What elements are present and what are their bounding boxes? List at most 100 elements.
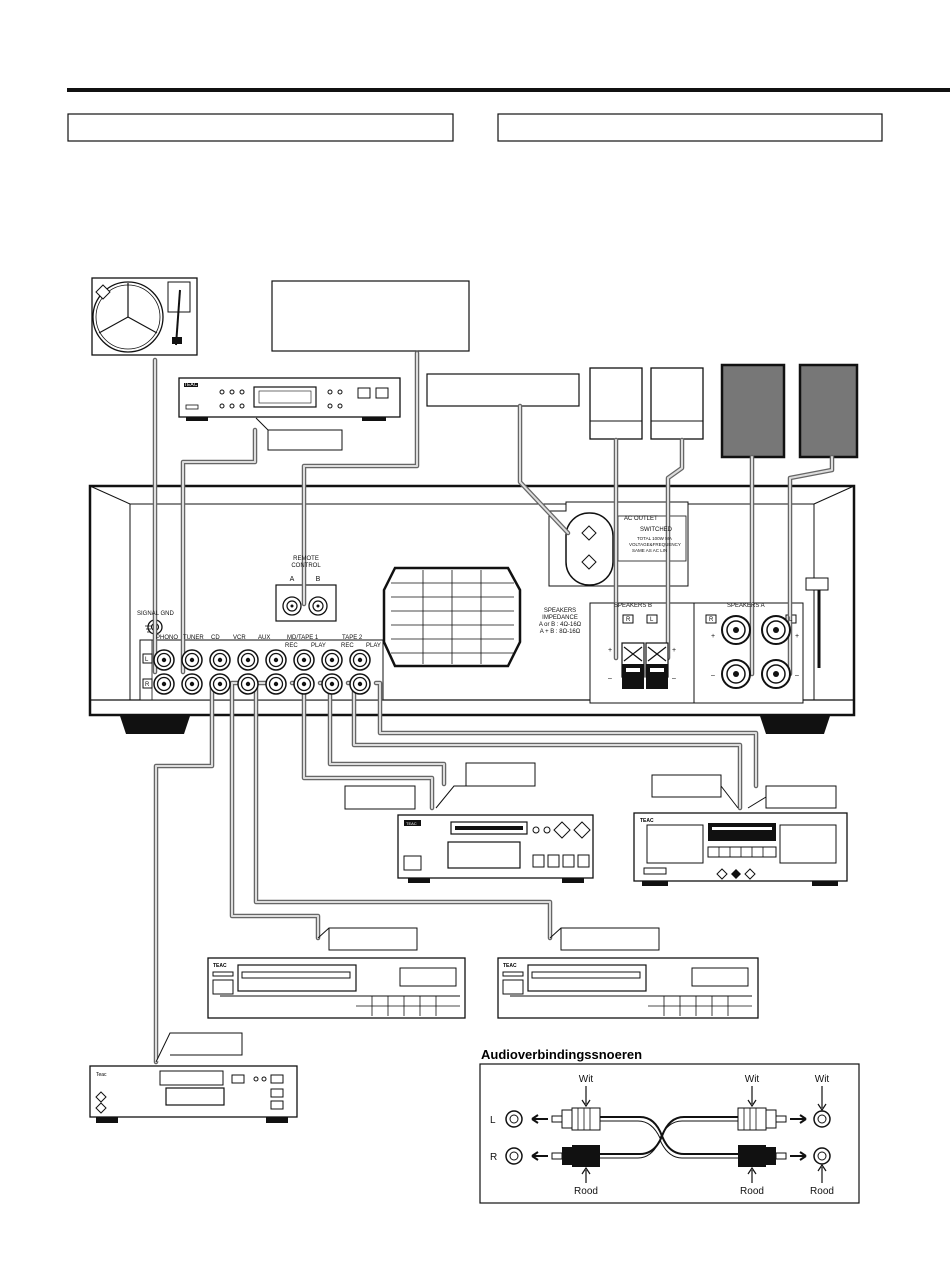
- vcr-input-label: VCR: [233, 635, 246, 641]
- ac-switched: SWITCHED: [640, 527, 673, 533]
- impedance-4: A + B : 8Ω-16Ω: [540, 629, 581, 635]
- vcr2-brand: TEAC: [503, 963, 517, 969]
- spa-plus-1: +: [711, 633, 715, 640]
- spa-minus-2: –: [795, 672, 799, 679]
- row-l-label: L: [145, 657, 149, 663]
- cassette-deck: TEAC: [633, 774, 848, 886]
- row-r-label: R: [145, 682, 150, 688]
- cable-core: [182, 429, 256, 673]
- legend-title: Audioverbindingssnoeren: [481, 1047, 642, 1062]
- legend-rood-1: Rood: [574, 1186, 598, 1197]
- spa-l: L: [789, 617, 793, 623]
- impedance-1: SPEAKERS: [544, 608, 576, 614]
- speakers-b-pair: [589, 367, 704, 440]
- spb-plus-2: +: [672, 647, 676, 654]
- cd-brand: Teac: [96, 1072, 107, 1078]
- rca-jack: [237, 673, 259, 695]
- section-header-right: [497, 113, 883, 142]
- phono-label: PHONO: [156, 635, 178, 641]
- spa-minus-1: –: [711, 672, 715, 679]
- legend-row-l: L: [490, 1115, 496, 1126]
- rca-jack: [265, 673, 287, 695]
- remote-control-label-1: REMOTE: [293, 556, 319, 562]
- top-rule: [67, 88, 950, 92]
- rca-jack: [293, 649, 315, 671]
- t2-play-label: PLAY: [366, 643, 381, 649]
- tuner-unit: [178, 377, 401, 421]
- cable-core: [789, 456, 833, 675]
- vcr1-brand: TEAC: [213, 963, 227, 969]
- cable-core: [667, 439, 683, 659]
- vcr-2: TEAC: [497, 927, 759, 1019]
- ac-line3: SAME AS AC LIN: [632, 548, 667, 553]
- cable-legend: Audioverbindingssnoeren L R: [479, 1047, 860, 1204]
- rca-jack: [349, 673, 371, 695]
- speakers-a-label: SPEAKERS A: [727, 603, 765, 609]
- cable-vcr2: [253, 680, 553, 941]
- spb-plus-1: +: [608, 647, 612, 654]
- cable-core: [155, 682, 213, 1063]
- spb-minus-2: –: [672, 675, 676, 682]
- spb-l: L: [650, 617, 654, 623]
- remote-label-box: [271, 280, 470, 352]
- md-play-label: PLAY: [311, 643, 326, 649]
- md-brand: TEAC: [406, 821, 417, 826]
- cd-input-label: CD: [211, 635, 220, 641]
- vcr-1: TEAC: [207, 927, 466, 1019]
- rca-jack: [181, 673, 203, 695]
- cable-core: [231, 682, 319, 939]
- speaker-b-terminals: [621, 642, 669, 689]
- rca-jack: [153, 673, 175, 695]
- t2-rec-label: REC: [341, 643, 354, 649]
- speakers-a-pair: [720, 363, 859, 459]
- rca-jack: [181, 649, 203, 671]
- ac-label-box: [426, 373, 580, 407]
- rca-jack: [153, 649, 175, 671]
- rca-jack: [349, 649, 371, 671]
- md-tape1-label: MD/TAPE 1: [287, 635, 319, 641]
- spb-minus-1: –: [608, 675, 612, 682]
- rca-jack: [209, 673, 231, 695]
- speakers-b-label: SPEAKERS B: [614, 603, 652, 609]
- cd-player: Teac: [89, 1032, 298, 1123]
- remote-control-label-2: CONTROL: [291, 563, 321, 569]
- aux-input-label: AUX: [258, 635, 270, 641]
- cable-core: [303, 352, 418, 605]
- md-deck: TEAC: [344, 762, 594, 883]
- speaker-a-terminals: [721, 615, 791, 689]
- cable-cd: [153, 680, 215, 1065]
- rca-jack: [321, 649, 343, 671]
- legend-wit-1: Wit: [579, 1074, 594, 1085]
- md-rec-label: REC: [285, 643, 298, 649]
- ac-line1: TOTAL 100W MA: [637, 536, 672, 541]
- turntable: [91, 277, 198, 356]
- spb-r: R: [626, 617, 631, 623]
- legend-wit-2: Wit: [745, 1074, 760, 1085]
- legend-wit-3: Wit: [815, 1074, 830, 1085]
- signal-gnd-label: SIGNAL GND: [137, 611, 174, 617]
- amplifier-rear-panel: [88, 484, 856, 734]
- legend-row-r: R: [490, 1152, 497, 1163]
- rca-jack: [265, 649, 287, 671]
- ac-line2: VOLTAGE&FREQUENCY: [629, 542, 681, 547]
- ac-outlet-title: AC OUTLET: [624, 516, 658, 522]
- tuner-input-label: TUNER: [183, 635, 204, 641]
- impedance-3: A or B : 4Ω-16Ω: [539, 622, 582, 628]
- impedance-2: IMPEDANCE: [542, 615, 578, 621]
- tuner-callout: [255, 417, 343, 451]
- input-jacks: [153, 649, 371, 695]
- cable-core: [375, 682, 757, 787]
- cable-core: [255, 682, 551, 939]
- legend-rood-3: Rood: [810, 1186, 834, 1197]
- remote-a-label: A: [290, 576, 295, 583]
- rca-jack: [321, 673, 343, 695]
- deck-brand: TEAC: [640, 818, 654, 824]
- tape2-label: TAPE 2: [342, 635, 363, 641]
- cable-core: [519, 405, 569, 534]
- spa-r: R: [709, 617, 714, 623]
- remote-b-label: B: [316, 576, 321, 583]
- rca-jack: [237, 649, 259, 671]
- spa-plus-2: +: [795, 633, 799, 640]
- rca-jack: [293, 673, 315, 695]
